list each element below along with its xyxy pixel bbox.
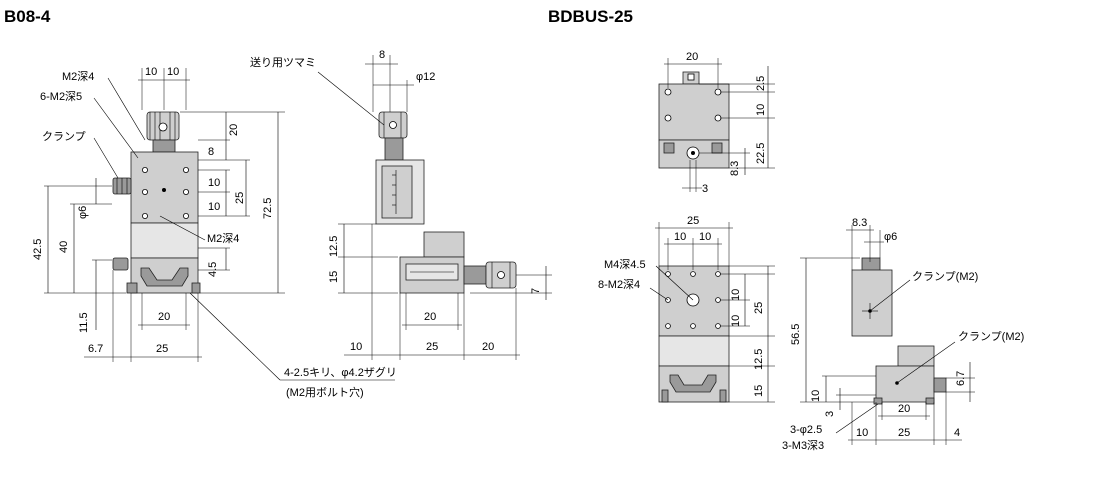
dim-bdbus-side-b-20: 20 [898, 403, 910, 415]
label-feed-knob: 送り用ツマミ [250, 55, 316, 69]
knob-neck [152, 139, 176, 153]
bdbus-front-base [658, 365, 730, 403]
dim-l-40: 40 [58, 241, 70, 253]
dim-r-10b: 10 [208, 201, 220, 213]
label-bdbus-m3-depth: 3-M3深3 [782, 439, 824, 452]
dim-side-r-7: 7 [530, 288, 542, 294]
bdbus-side-dimensions: 8.3 φ6 56.5 10 3 6.7 20 10 25 4 クランプ(M2)… [782, 217, 1024, 452]
body-lower [130, 222, 199, 259]
dim-r-4-5: 4.5 [207, 262, 219, 277]
b08-side-dimensions: 8 φ12 送り用ツマミ 12.5 15 7 20 10 25 20 [250, 49, 552, 360]
dim-side-b-20: 20 [424, 311, 436, 323]
bdbus-top-dimensions: 20 2.5 10 22.5 8.3 3 [664, 51, 775, 195]
bdbus-front-body [658, 335, 730, 367]
dim-bdbus-front-25: 25 [687, 215, 699, 227]
dim-side-b-25: 25 [426, 341, 438, 353]
dim-r-10a: 10 [208, 177, 220, 189]
dim-bdbus-side-b-10: 10 [856, 427, 868, 439]
dim-top-10a: 10 [145, 66, 157, 78]
dim-side-top-8: 8 [379, 49, 385, 61]
dim-bdbus-front-10a: 10 [674, 231, 686, 243]
dim-bdbus-r-2-5: 2.5 [755, 76, 767, 91]
dim-bdbus-side-10: 10 [810, 390, 822, 402]
dim-r-72-5: 72.5 [262, 198, 274, 219]
dim-bdbus-front-r-10a: 10 [730, 289, 742, 301]
label-counterbore: 4-2.5キリ、φ4.2ザグリ [284, 365, 397, 379]
label-bdbus-clamp-b: クランプ(M2) [958, 330, 1024, 343]
dim-r-25: 25 [234, 192, 246, 204]
b08-front-dimensions: 10 10 20 8 10 10 25 4.5 72.5 42.5 40 [32, 66, 397, 399]
dim-bdbus-side-8-3: 8.3 [852, 217, 867, 229]
dim-bdbus-side-6-7: 6.7 [955, 371, 967, 386]
label-m2-depth4-top: M2深4 [62, 70, 94, 83]
dim-bdbus-side-b-25: 25 [898, 427, 910, 439]
dim-bdbus-front-r-15: 15 [753, 385, 765, 397]
dim-r-8: 8 [208, 146, 214, 158]
bdbus-side-base [875, 365, 935, 403]
knob-screw-icon [158, 122, 168, 132]
dim-top-10b: 10 [167, 66, 179, 78]
dim-r-20: 20 [228, 124, 240, 136]
bdbus-top-view [658, 71, 730, 169]
label-bdbus-phi2-5: 3-φ2.5 [790, 424, 822, 436]
dim-bdbus-front-r-10b: 10 [730, 315, 742, 327]
bdbus-front-dimensions: 25 10 10 10 10 25 12.5 15 M4深4.5 8-M2深4 [598, 215, 775, 403]
dim-bdbus-b-3: 3 [702, 183, 708, 195]
dim-b-6-7: 6.7 [88, 343, 103, 355]
dim-l-11-5: 11.5 [78, 312, 90, 333]
title-b08-4: B08-4 [4, 7, 51, 26]
dim-bdbus-front-10b: 10 [699, 231, 711, 243]
label-bdbus-8-m2-depth: 8-M2深4 [598, 278, 640, 291]
dim-bdbus-front-r-12-5: 12.5 [753, 349, 765, 370]
dim-bdbus-r-10: 10 [755, 104, 767, 116]
label-bolt-hole: (M2用ボルト穴) [286, 385, 364, 399]
dim-bdbus-front-r-25: 25 [753, 302, 765, 314]
bdbus-front-view [658, 265, 730, 403]
label-bdbus-clamp-a: クランプ(M2) [912, 270, 978, 283]
dim-side-b-20b: 20 [482, 341, 494, 353]
bdbus-side-view [851, 257, 947, 405]
dim-bdbus-side-3: 3 [824, 411, 836, 417]
dim-side-b-10: 10 [350, 341, 362, 353]
dim-bdbus-side-56-5: 56.5 [790, 324, 802, 345]
dim-b-20: 20 [158, 311, 170, 323]
dim-l-42-5: 42.5 [32, 239, 44, 260]
label-bdbus-m4-depth: M4深4.5 [604, 258, 646, 271]
title-bdbus-25: BDBUS-25 [548, 7, 633, 26]
dim-side-l-12-5: 12.5 [328, 236, 340, 257]
dim-bdbus-r-8-3: 8.3 [729, 161, 741, 176]
label-clamp: クランプ [42, 130, 86, 143]
dim-b-25: 25 [156, 343, 168, 355]
dim-bdbus-r-22-5: 22.5 [755, 143, 767, 164]
dim-bdbus-side-b-4: 4 [954, 427, 960, 439]
dim-l-phi6: φ6 [77, 206, 89, 219]
bdbus-side-vertical [851, 269, 893, 337]
label-m2-depth4-mid: M2深4 [207, 232, 239, 245]
label-6-m2-depth5: 6-M2深5 [40, 90, 82, 103]
b08-side-view [375, 111, 517, 294]
dim-side-l-15: 15 [328, 271, 340, 283]
dim-bdbus-side-phi6: φ6 [884, 231, 897, 243]
top-stage [130, 151, 199, 224]
dim-bdbus-top-20: 20 [686, 51, 698, 63]
dim-side-phi12: φ12 [416, 71, 435, 83]
b08-front-view [112, 111, 201, 294]
